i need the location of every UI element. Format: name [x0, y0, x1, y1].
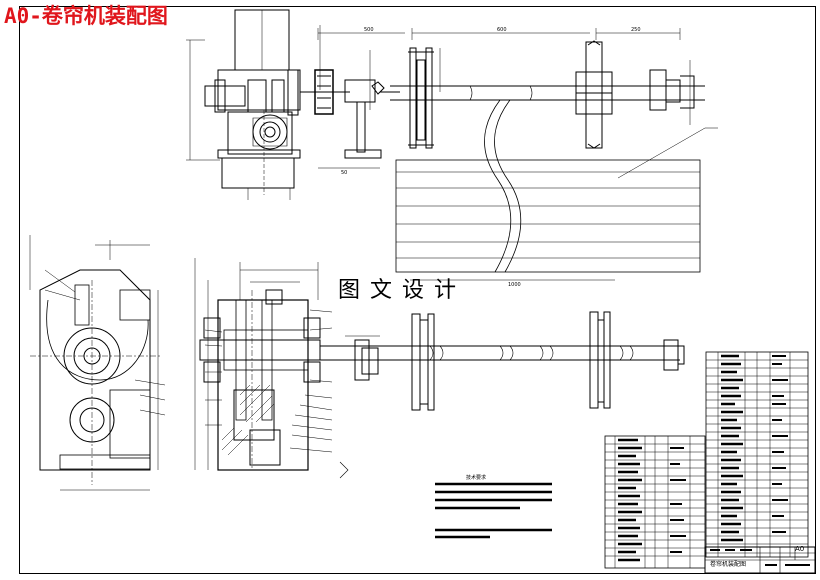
tech-requirements-heading: 技术要求	[466, 475, 487, 481]
dim-50: 50	[341, 170, 348, 176]
front-view	[320, 311, 685, 411]
dim-500: 500	[364, 27, 374, 33]
top-view	[186, 9, 718, 281]
bom-table-bottom	[604, 435, 706, 569]
title-block-scale: A0	[795, 545, 805, 553]
dim-1000: 1000	[508, 282, 521, 288]
drawing-title: A0-卷帘机装配图	[4, 4, 168, 28]
title-block	[704, 546, 816, 574]
dim-250: 250	[631, 27, 641, 33]
side-view	[29, 235, 166, 491]
title-block-drawing-name: 卷帘机装配图	[710, 561, 747, 568]
dim-600: 600	[497, 27, 507, 33]
watermark-text: 图文设计	[338, 278, 467, 303]
bom-table-right	[705, 351, 809, 558]
tech-requirements	[435, 482, 552, 539]
sheet-border	[19, 6, 816, 574]
section-view	[194, 258, 349, 479]
